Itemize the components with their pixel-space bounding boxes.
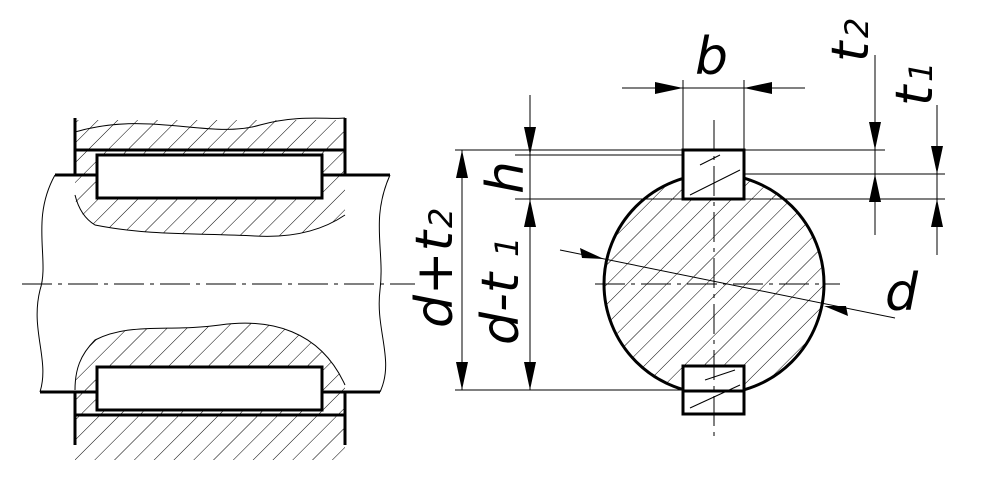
svg-text:t: t <box>821 40 881 62</box>
longitudinal-section-view <box>22 117 415 460</box>
svg-text:t: t <box>885 84 945 106</box>
diameter-arrow-right <box>824 306 848 316</box>
label-d-plus-t2: d+t 2 <box>405 208 465 328</box>
svg-text:1: 1 <box>488 237 526 257</box>
svg-text:1: 1 <box>902 62 940 82</box>
svg-text:2: 2 <box>838 18 876 38</box>
bottom-key <box>95 365 324 412</box>
right-break-line <box>378 174 391 393</box>
top-break-line <box>74 117 346 133</box>
dimension-t1 <box>744 105 945 255</box>
label-b: b <box>695 27 728 87</box>
top-key-hatch <box>689 169 741 196</box>
cross-section-view <box>559 120 896 440</box>
bottom-key-hatch <box>689 384 741 409</box>
shaft-break-line-top <box>74 194 346 237</box>
shaft-break-line-bottom <box>74 322 346 391</box>
dimension-d-plus-t2 <box>455 149 683 391</box>
dimension-t2 <box>744 55 945 235</box>
label-t1: t 1 <box>885 62 945 106</box>
diameter-arrow-left <box>580 248 604 259</box>
bottom-key-hatch-2 <box>704 369 736 381</box>
top-key-hatch-2 <box>699 154 721 166</box>
label-d: d <box>885 263 919 323</box>
label-t2: t 2 <box>821 18 881 62</box>
label-d-minus-t1: d-t 1 <box>471 237 531 345</box>
top-key <box>95 153 324 200</box>
svg-text:d+t: d+t <box>405 229 465 328</box>
dimension-b <box>622 80 805 150</box>
dimension-h <box>515 95 683 390</box>
svg-text:2: 2 <box>422 208 460 228</box>
dimension-d-minus-t1 <box>524 362 536 390</box>
left-break-line <box>36 174 56 393</box>
svg-text:d-t: d-t <box>471 271 531 345</box>
svg-text:h: h <box>476 161 536 194</box>
label-h: h <box>476 161 536 194</box>
